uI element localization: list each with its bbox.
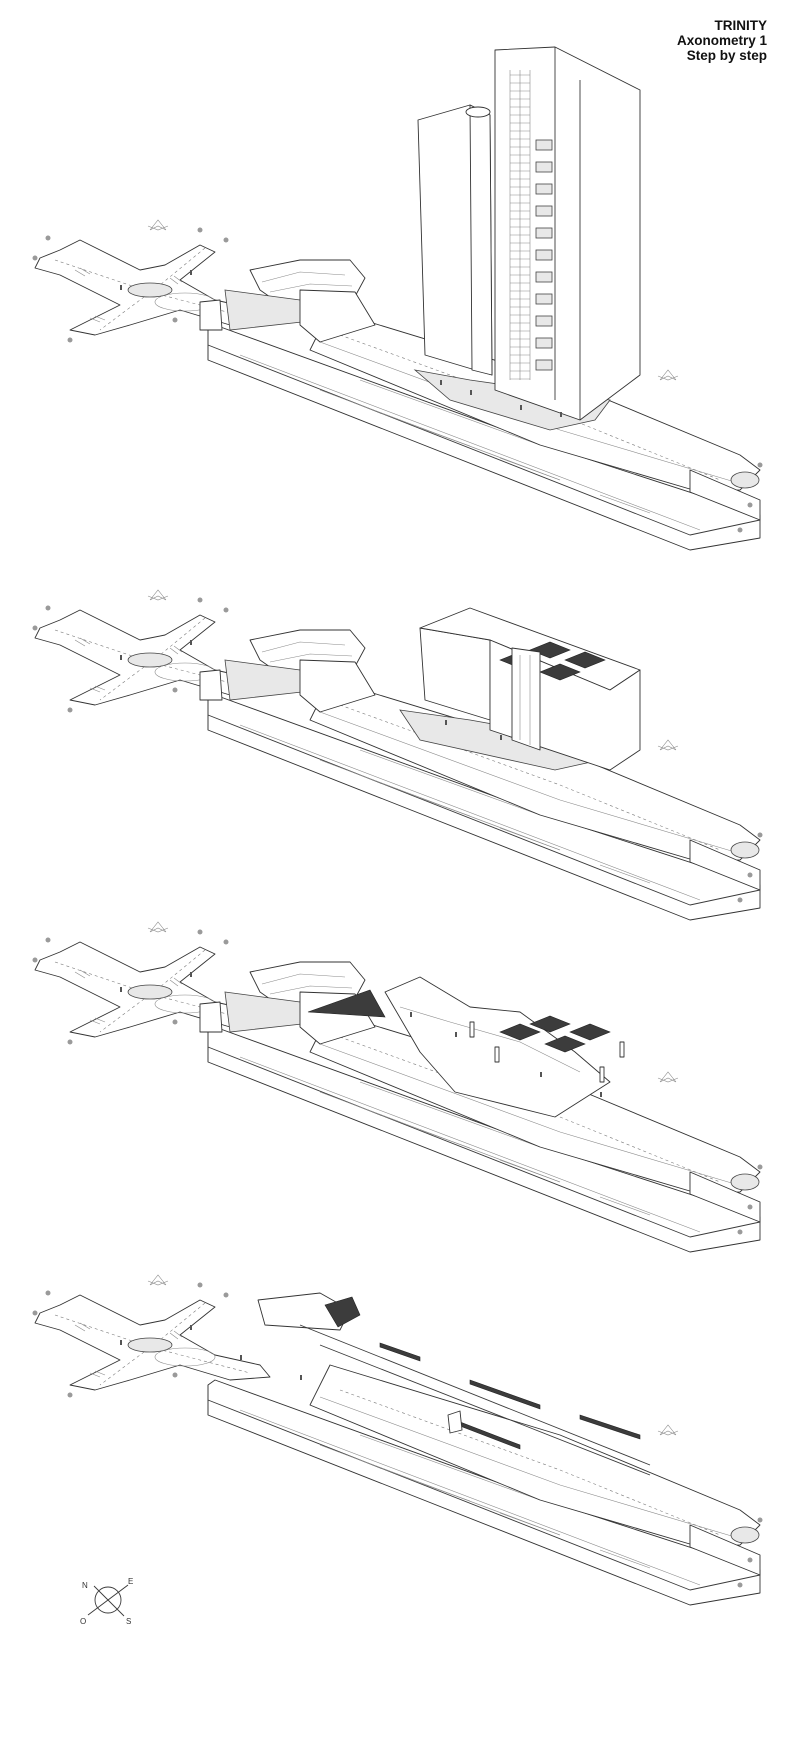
compass-label-n: N: [82, 1581, 88, 1590]
stage-1-axonometry: [32, 46, 763, 551]
drawing-caption: Step by step: [686, 48, 767, 63]
rooftop-strips: [379, 1342, 641, 1450]
stage-3-axonometry: [32, 921, 763, 1253]
pavilion-roof: [324, 1296, 361, 1328]
stage-2-axonometry: [32, 589, 763, 921]
stage-4-axonometry: [32, 1274, 763, 1606]
dark-wedge-roof: [307, 989, 386, 1018]
compass-label-s: S: [126, 1617, 131, 1626]
compass-label-e: E: [128, 1577, 133, 1586]
compass-rose: N E S O: [80, 1577, 133, 1626]
floor-rooms: [499, 1015, 611, 1053]
compass-label-o: O: [80, 1617, 86, 1626]
project-title: TRINITY: [714, 18, 768, 33]
drawing-subtitle: Axonometry 1: [676, 33, 767, 48]
title-block: TRINITY Axonometry 1 Step by step: [677, 18, 767, 63]
